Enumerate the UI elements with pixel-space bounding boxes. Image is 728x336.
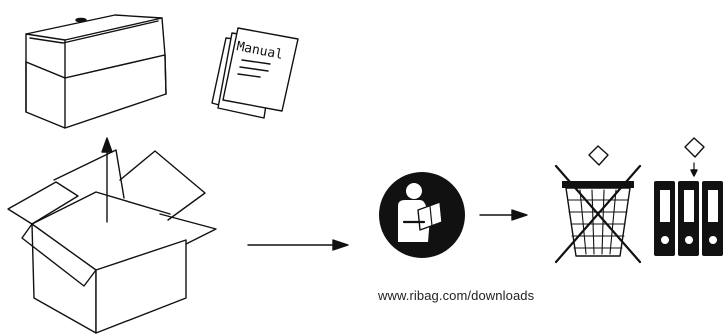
manual-document-icon: Manual [211, 27, 299, 119]
read-manual-icon [379, 172, 465, 258]
device-box-icon [25, 14, 167, 129]
crossed-waste-bin-icon [554, 145, 642, 264]
next-step-arrow [247, 239, 349, 251]
document-binders-icon [654, 137, 723, 256]
unpack-arrow [101, 137, 113, 223]
open-cardboard-box-icon [7, 149, 217, 334]
next-step-arrow-2 [479, 209, 528, 221]
downloads-url[interactable]: www.ribag.com/downloads [378, 288, 535, 303]
